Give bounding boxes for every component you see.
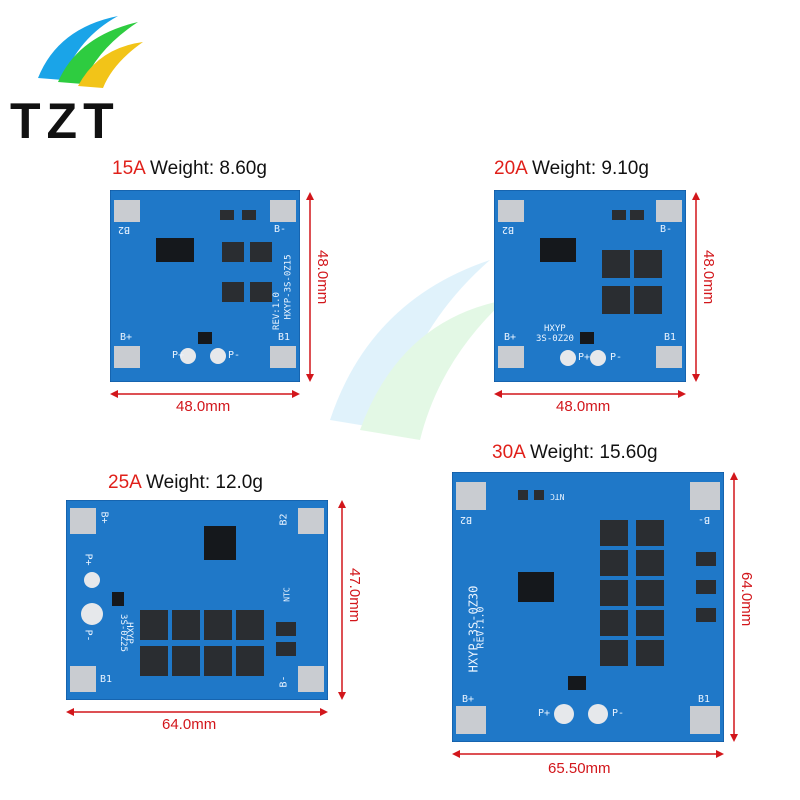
silk-b1: B1 [100, 674, 113, 685]
silk-p-minus: P- [612, 708, 625, 719]
silk-b2: B2 [118, 224, 131, 235]
silk-b1: B1 [698, 694, 711, 705]
weight-label: Weight: 8.60g [150, 158, 267, 179]
board-15a-caption: 15A Weight: 8.60g [112, 158, 267, 180]
silk-b-minus: B- [698, 514, 711, 525]
silk-b-plus: B+ [98, 511, 110, 524]
board-30a-height-label: 64.0mm [738, 572, 755, 627]
silk-p-plus: P+ [172, 350, 185, 361]
silk-model: HXYP [544, 324, 566, 334]
silk-b1: B1 [664, 332, 677, 343]
board-15a-height-arrow [306, 192, 314, 382]
board-20a-width-arrow [494, 390, 686, 398]
silk-p-plus: P+ [82, 553, 94, 566]
amp-label: 20A [494, 158, 527, 179]
silk-model-2: 3S-0Z25 [117, 614, 128, 652]
silk-b-minus: B- [660, 224, 673, 235]
brand-logo-text: TZT [10, 93, 120, 149]
amp-label: 15A [112, 158, 145, 179]
board-30a-width-label: 65.50mm [548, 760, 611, 777]
weight-label: Weight: 9.10g [532, 158, 649, 179]
silk-b2: B2 [460, 514, 473, 525]
board-15a-width-label: 48.0mm [176, 398, 231, 415]
amp-label: 25A [108, 472, 141, 493]
board-30a: B2 B- B+ B1 P+ P- NTC HXYP-3S-0Z30 REV:1… [452, 472, 724, 742]
silk-rev: REV:1.0 [271, 292, 282, 330]
weight-label: Weight: 15.60g [530, 442, 658, 463]
board-25a-caption: 25A Weight: 12.0g [108, 472, 263, 494]
silk-p-plus: P+ [578, 352, 591, 363]
silk-b2: B2 [502, 224, 515, 235]
board-15a: B2 B- B+ B1 P+ P- HXYP-3S-0Z15 REV:1.0 [110, 190, 300, 382]
board-20a: B2 B- B+ B1 P+ P- HXYP 3S-0Z20 [494, 190, 686, 382]
silk-model-2: 3S-0Z20 [536, 334, 574, 344]
silk-model: HXYP-3S-0Z15 [283, 254, 294, 320]
silk-p-plus: P+ [538, 708, 551, 719]
silk-b-plus: B+ [462, 694, 475, 705]
board-15a-width-arrow [110, 390, 300, 398]
board-30a-height-arrow [730, 472, 738, 742]
silk-ntc: NTC [282, 587, 292, 602]
silk-b2: B2 [278, 513, 290, 526]
board-20a-height-arrow [692, 192, 700, 382]
board-30a-width-arrow [452, 750, 724, 758]
silk-b-plus: B+ [504, 332, 517, 343]
silk-p-minus: P- [610, 352, 623, 363]
board-20a-height-label: 48.0mm [700, 250, 717, 305]
silk-b1: B1 [278, 332, 291, 343]
board-25a-height-label: 47.0mm [346, 568, 363, 623]
silk-ntc: NTC [550, 492, 565, 501]
board-30a-caption: 30A Weight: 15.60g [492, 442, 658, 464]
silk-b-plus: B+ [120, 332, 133, 343]
board-25a-height-arrow [338, 500, 346, 700]
brand-logo [18, 8, 148, 98]
board-25a-width-arrow [66, 708, 328, 716]
board-20a-caption: 20A Weight: 9.10g [494, 158, 649, 180]
silk-p-minus: P- [228, 350, 241, 361]
board-25a: B+ B2 P+ P- B1 B- NTC HXYP 3S-0Z25 [66, 500, 328, 700]
silk-b-minus: B- [274, 224, 287, 235]
board-25a-width-label: 64.0mm [162, 716, 217, 733]
watermark-logo [290, 240, 510, 470]
board-15a-height-label: 48.0mm [314, 250, 331, 305]
weight-label: Weight: 12.0g [146, 472, 263, 493]
silk-p-minus: P- [82, 629, 94, 642]
board-20a-width-label: 48.0mm [556, 398, 611, 415]
silk-rev: REV:1.0 [475, 606, 487, 649]
amp-label: 30A [492, 442, 525, 463]
silk-b-minus: B- [278, 675, 290, 688]
